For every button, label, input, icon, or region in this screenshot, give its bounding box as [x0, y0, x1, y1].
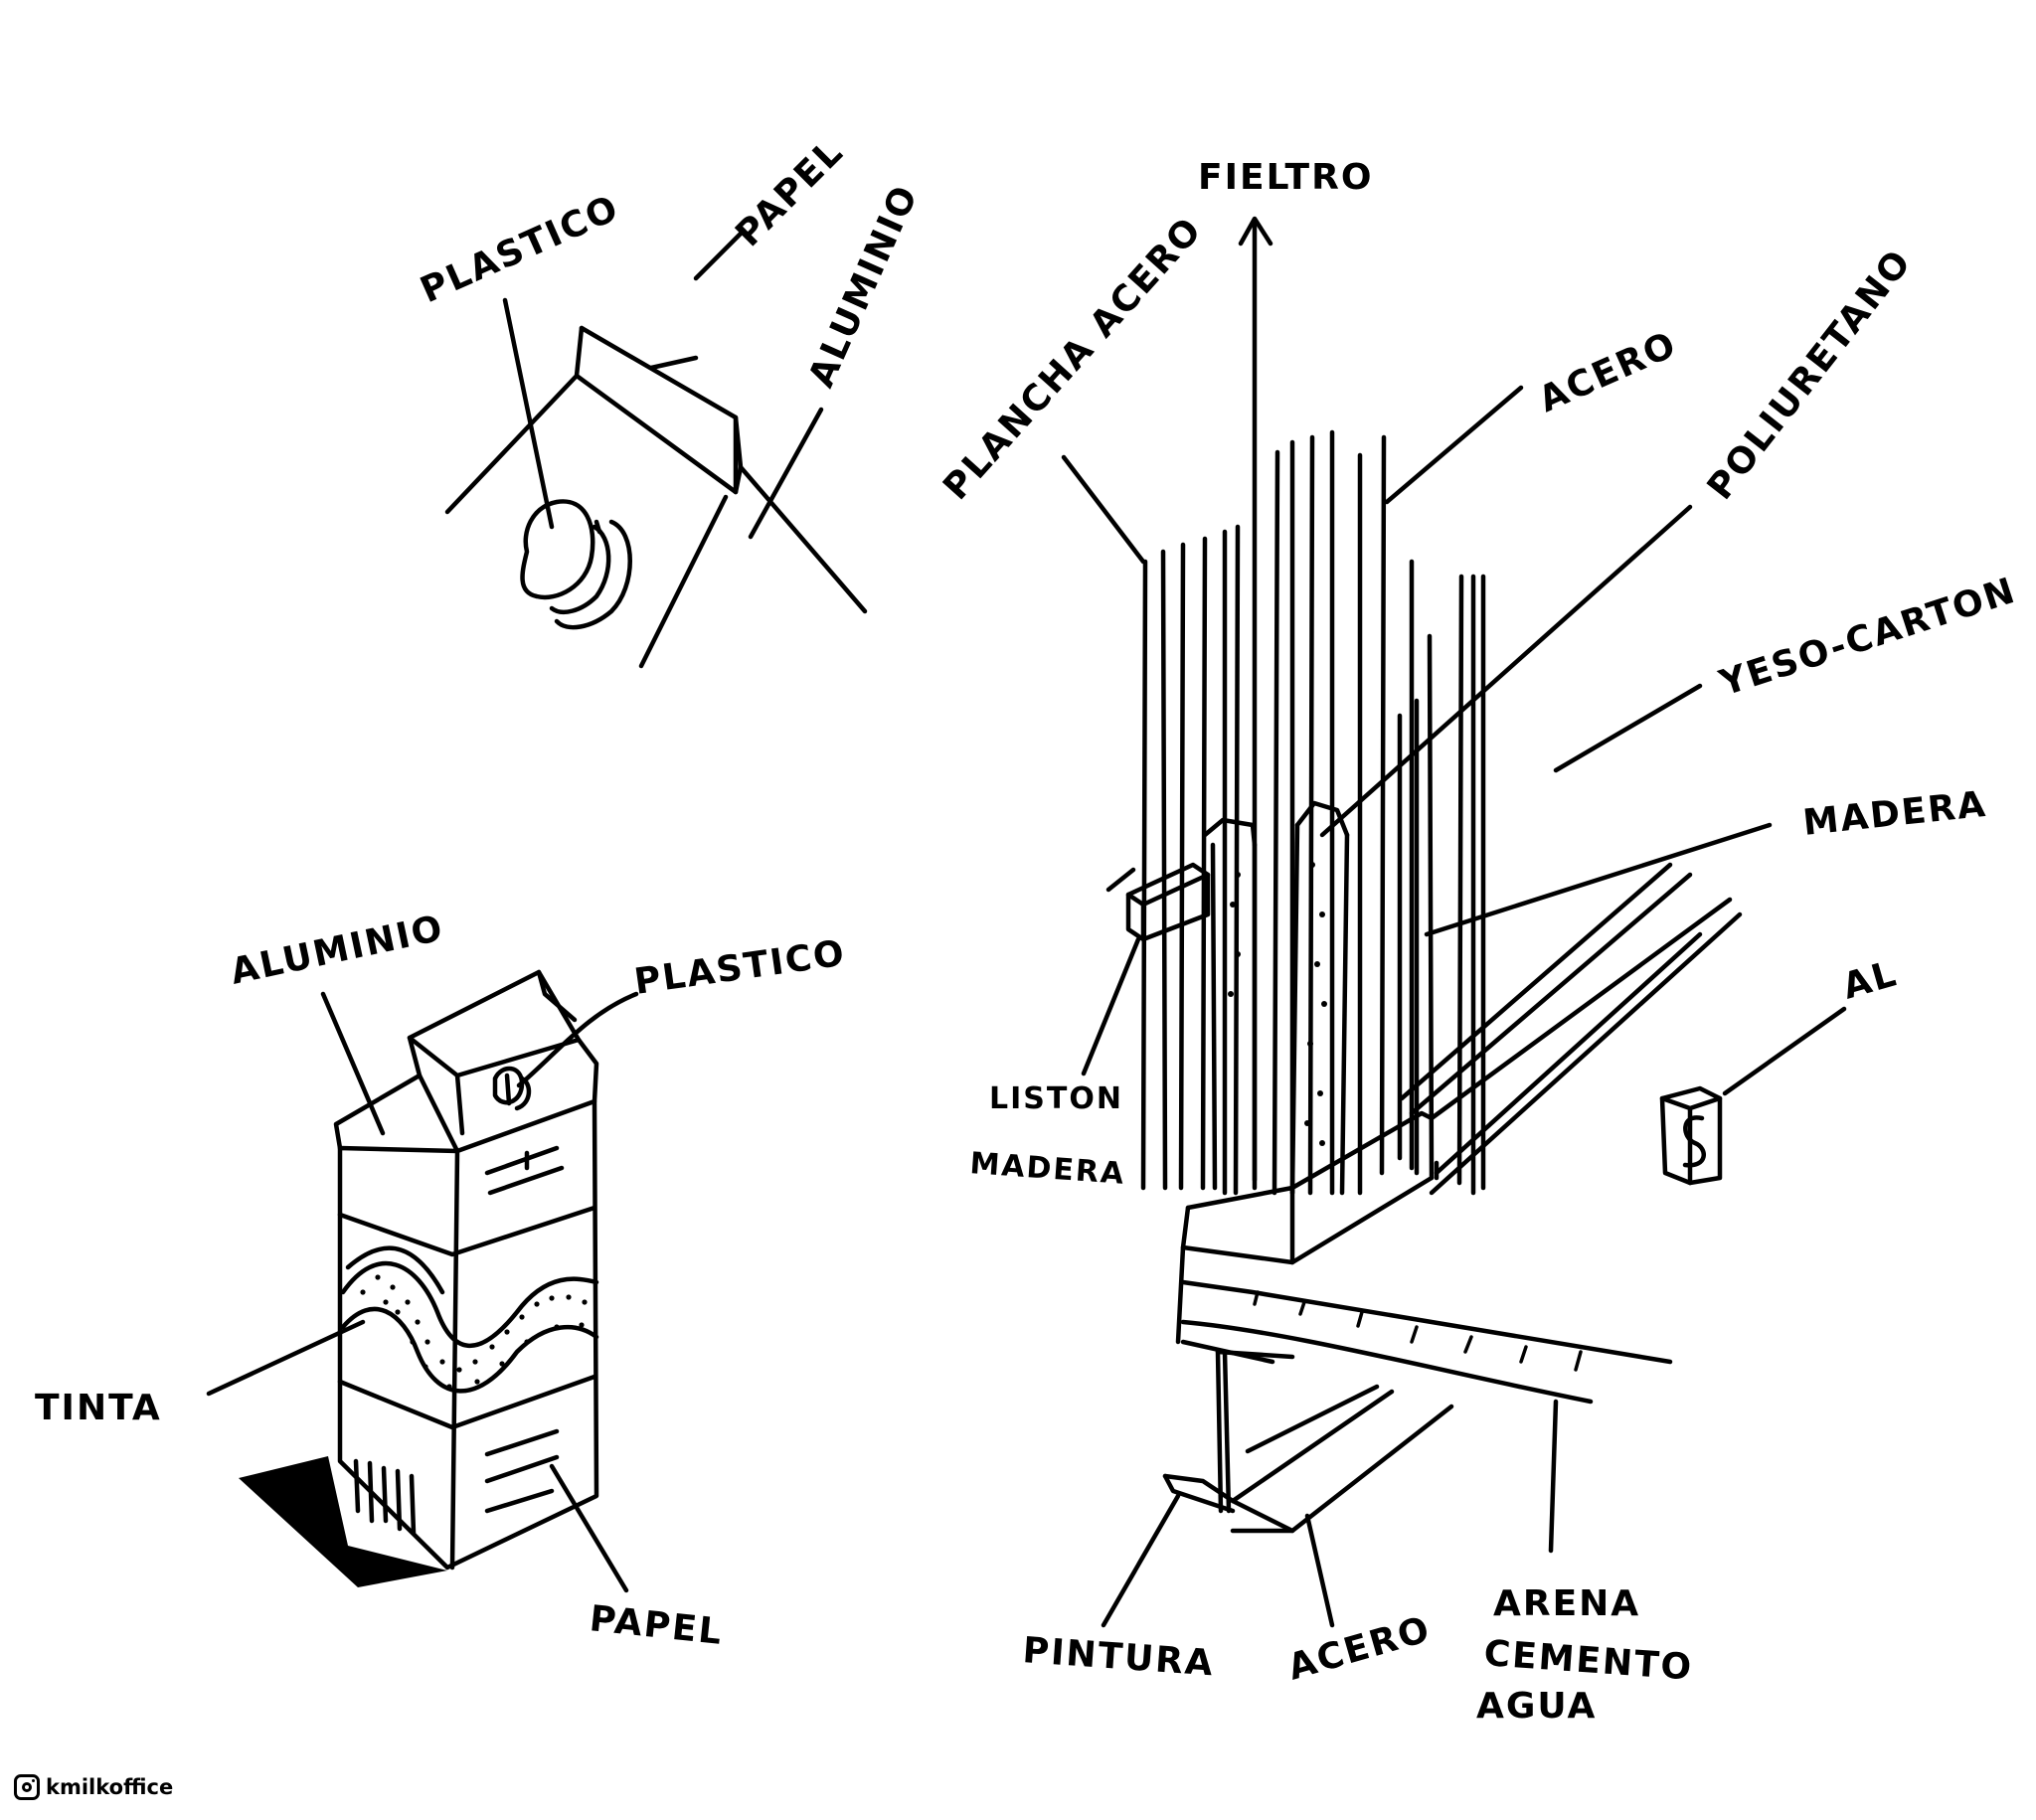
label-liston-madera: MADERA: [968, 1146, 1126, 1192]
label-agua: AGUA: [1476, 1686, 1597, 1727]
stud-dots: [1228, 872, 1241, 997]
wall-floor-assembly: [1061, 216, 1847, 1628]
label-carton-papel: PAPEL: [588, 1598, 725, 1653]
label-top-plastico: PLASTICO: [415, 188, 625, 312]
label-cemento: CEMENTO: [1482, 1633, 1694, 1689]
label-liston: LISTON: [989, 1081, 1123, 1116]
label-poliuretano: POLIURETANO: [1700, 242, 1920, 507]
label-carton-aluminio: ALUMINIO: [227, 908, 447, 992]
label-acero-top: ACERO: [1533, 324, 1683, 420]
label-acero-bottom: ACERO: [1283, 1609, 1436, 1689]
label-pintura: PINTURA: [1021, 1630, 1216, 1684]
poliuretano-dots: [1304, 862, 1327, 1146]
carton-cap-detail: [444, 228, 868, 669]
label-tinta: TINTA: [35, 1388, 162, 1428]
instagram-icon: [14, 1774, 40, 1800]
label-top-papel: PAPEL: [728, 131, 851, 254]
slab-ticks: [1253, 1290, 1583, 1372]
credit-handle: kmilkoffice: [46, 1775, 174, 1799]
label-al: AL: [1838, 953, 1902, 1008]
label-plancha-acero: PLANCHA ACERO: [935, 210, 1210, 509]
label-arena: ARENA: [1493, 1583, 1640, 1624]
credit: kmilkoffice: [14, 1774, 173, 1800]
aluminium-can: [1659, 1085, 1723, 1186]
label-top-aluminio: ALUMINIO: [801, 179, 927, 394]
label-yeso-carton: YESO-CARTON: [1714, 571, 2021, 705]
label-carton-plastico: PLASTICO: [632, 933, 849, 1003]
milk-carton: [206, 969, 639, 1593]
label-fieltro: FIELTRO: [1198, 157, 1373, 198]
carton-shadow: [239, 1456, 447, 1587]
label-madera: MADERA: [1801, 784, 1989, 844]
tinta-dots: [360, 1274, 588, 1390]
